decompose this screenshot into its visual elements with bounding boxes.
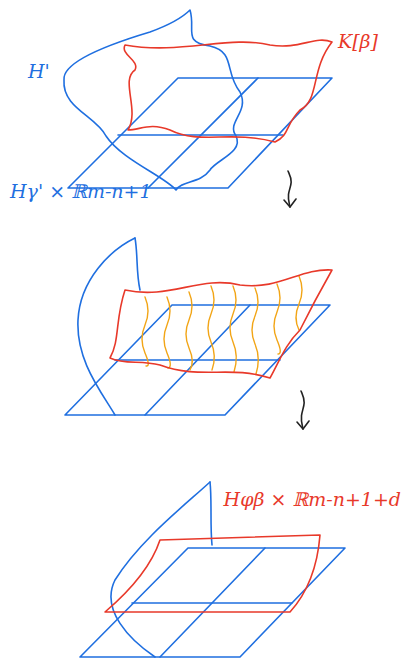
flow-arrow (301, 391, 304, 429)
surface-sheet (111, 482, 210, 657)
plane (80, 548, 345, 657)
region-curve (124, 40, 332, 142)
math-label: Hφβ × ℝm-n+1+d (222, 488, 403, 511)
surface-sheet (64, 10, 243, 190)
region-rectangle (105, 535, 320, 612)
surface-sheet (210, 482, 212, 545)
arrow-head (297, 421, 309, 429)
arrow-head (284, 199, 296, 207)
diagram-panel: Hφβ × ℝm-n+1+d (0, 432, 408, 661)
flow-arrow (288, 171, 291, 207)
math-label: H' (26, 60, 52, 83)
surface-sheet (78, 238, 135, 415)
diagram-panel: Hγ' × ℝm-n+1 (0, 210, 408, 388)
math-label: Hγ' × ℝm-n+1 (8, 180, 154, 203)
plane-line (160, 548, 265, 657)
plane (68, 78, 332, 188)
surface-sheet (135, 238, 140, 290)
math-label: K[β] (336, 30, 380, 53)
diagram-panel: H' K[β] (0, 0, 408, 168)
region-curve (110, 270, 332, 378)
plane-line (145, 305, 250, 415)
